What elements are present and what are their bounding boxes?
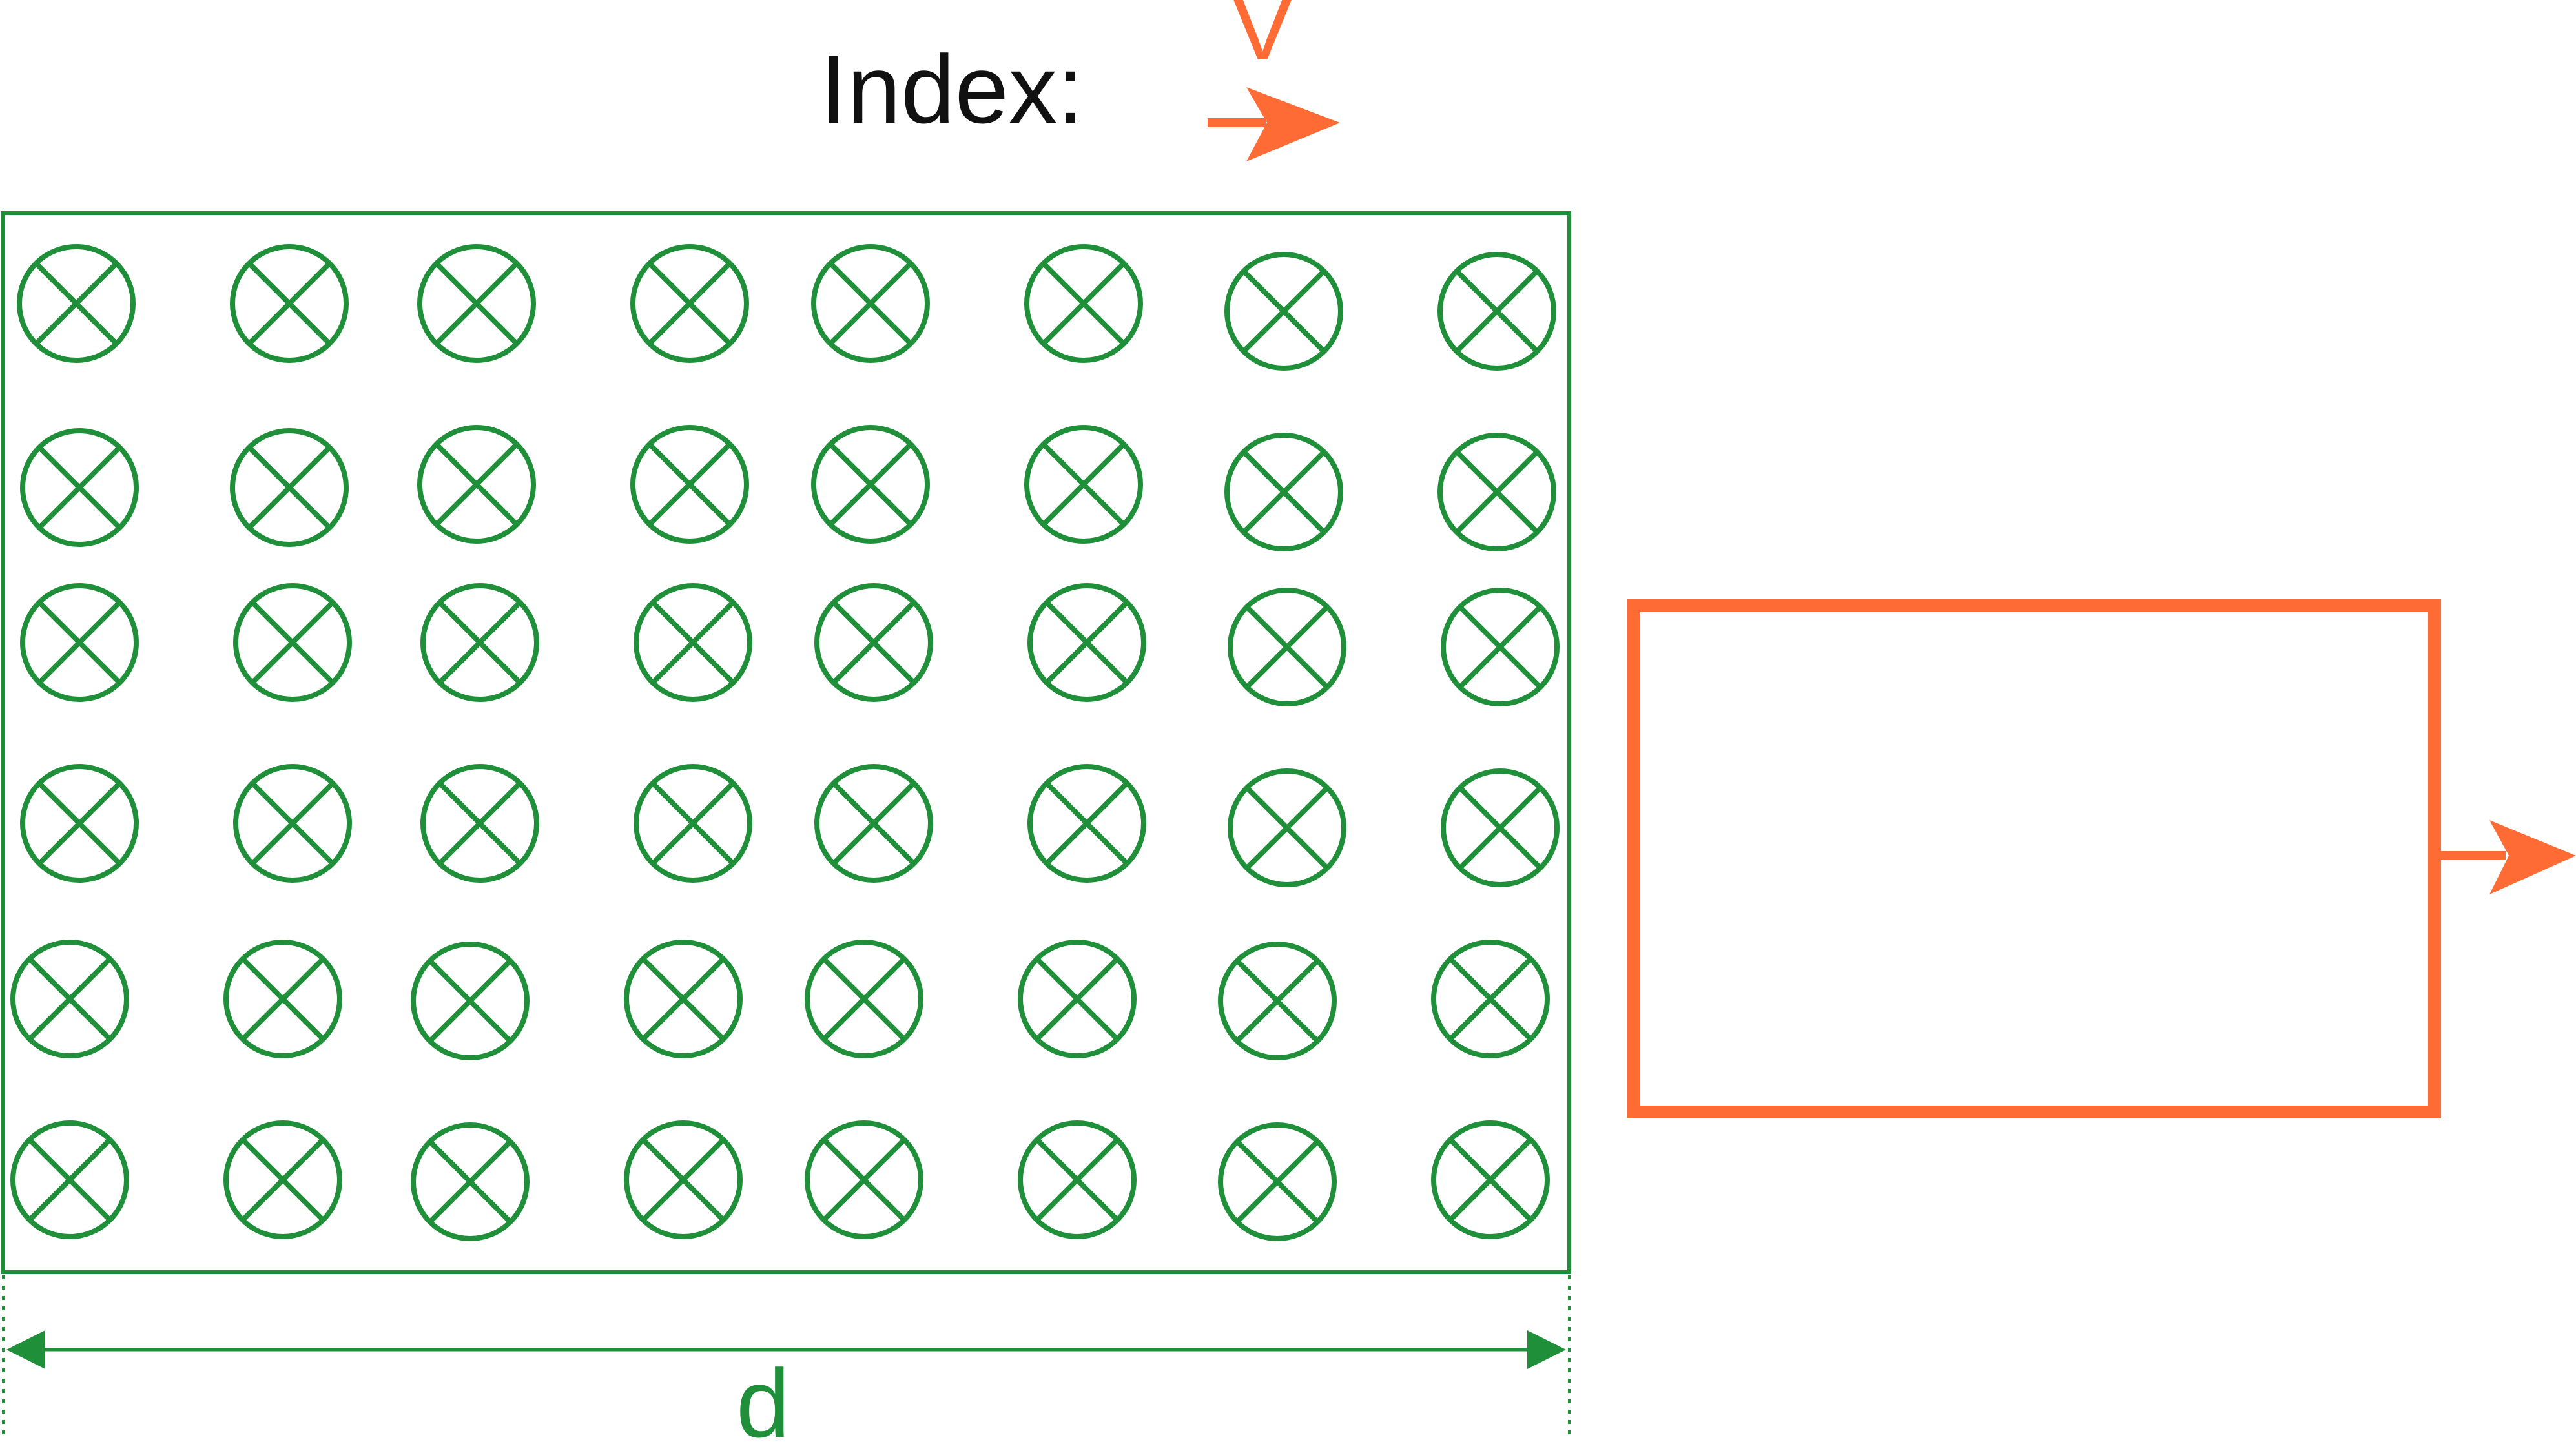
cross-in-circle-icon [814,764,933,883]
cross-in-circle-icon [230,428,349,547]
cross-in-circle-icon [411,1122,530,1241]
cross-in-circle-icon [233,583,352,702]
cross-in-circle-icon [1441,768,1560,887]
cross-in-circle-icon [20,583,139,702]
cross-in-circle-icon [1027,583,1146,702]
cross-in-circle-icon [1027,764,1146,883]
cross-in-circle-icon [630,425,749,544]
loop-velocity-arrow-icon [2438,820,2576,894]
cross-in-circle-icon [811,244,930,363]
cross-in-circle-icon [223,940,342,1058]
cross-in-circle-icon [805,940,923,1058]
cross-in-circle-icon [20,428,139,547]
field-symbols [10,244,1560,1241]
cross-in-circle-icon [417,244,536,363]
width-label: d [736,1349,790,1442]
cross-in-circle-icon [1224,433,1343,551]
cross-in-circle-icon [1228,768,1346,887]
cross-in-circle-icon [1018,1120,1137,1239]
cross-in-circle-icon [1024,425,1143,544]
cross-in-circle-icon [805,1120,923,1239]
cross-in-circle-icon [230,244,349,363]
cross-in-circle-icon [624,1120,743,1239]
cross-in-circle-icon [1218,942,1337,1060]
cross-in-circle-icon [417,425,536,544]
cross-in-circle-icon [1218,1122,1337,1241]
cross-in-circle-icon [1024,244,1143,363]
velocity-label: V [1230,0,1295,80]
cross-in-circle-icon [1228,588,1346,706]
cross-in-circle-icon [814,583,933,702]
conducting-loop [1627,599,2441,1118]
cross-in-circle-icon [10,1120,129,1239]
cross-in-circle-icon [17,244,136,363]
cross-in-circle-icon [411,942,530,1060]
cross-in-circle-icon [420,764,539,883]
cross-in-circle-icon [420,583,539,702]
cross-in-circle-icon [20,764,139,883]
cross-in-circle-icon [1018,940,1137,1058]
cross-in-circle-icon [624,940,743,1058]
cross-in-circle-icon [634,583,752,702]
cross-in-circle-icon [1441,588,1560,706]
cross-in-circle-icon [1431,940,1550,1058]
cross-in-circle-icon [1224,252,1343,371]
width-dimension [2,1275,1571,1437]
cross-in-circle-icon [1431,1120,1550,1239]
cross-in-circle-icon [634,764,752,883]
velocity-arrow-icon [1208,87,1340,161]
cross-in-circle-icon [811,425,930,544]
cross-in-circle-icon [630,244,749,363]
cross-in-circle-icon [223,1120,342,1239]
field-region [1,211,1571,1274]
legend-label: Index: [820,35,1084,143]
cross-in-circle-icon [1437,252,1556,371]
cross-in-circle-icon [233,764,352,883]
cross-in-circle-icon [1437,433,1556,551]
cross-in-circle-icon [10,940,129,1058]
